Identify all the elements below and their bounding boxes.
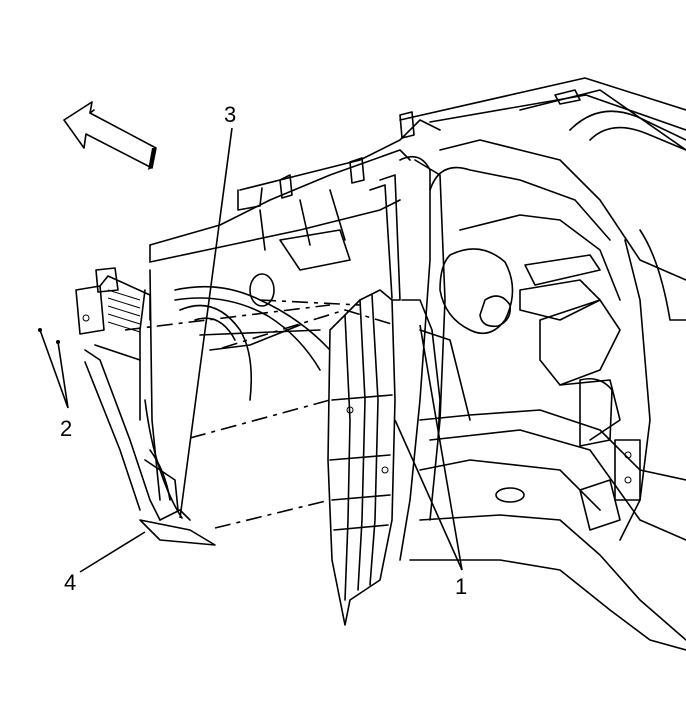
- leader-1b: [394, 419, 463, 571]
- callout-1: 1: [455, 574, 467, 599]
- callout-2: 2: [60, 416, 72, 441]
- leader-2b: [57, 341, 69, 409]
- front-direction-arrow-icon: [63, 101, 157, 170]
- leader-1a: [419, 324, 463, 571]
- leader-2a: [39, 329, 69, 409]
- callout-4: 4: [64, 570, 76, 595]
- exploded-view-guide-lines: [124, 299, 396, 529]
- callout-leaders: [38, 127, 463, 573]
- callout-3: 3: [224, 102, 236, 127]
- leader-4: [79, 531, 146, 573]
- vehicle-body-outline: [399, 77, 686, 651]
- leader-3: [179, 127, 233, 519]
- door-panel: [327, 174, 401, 626]
